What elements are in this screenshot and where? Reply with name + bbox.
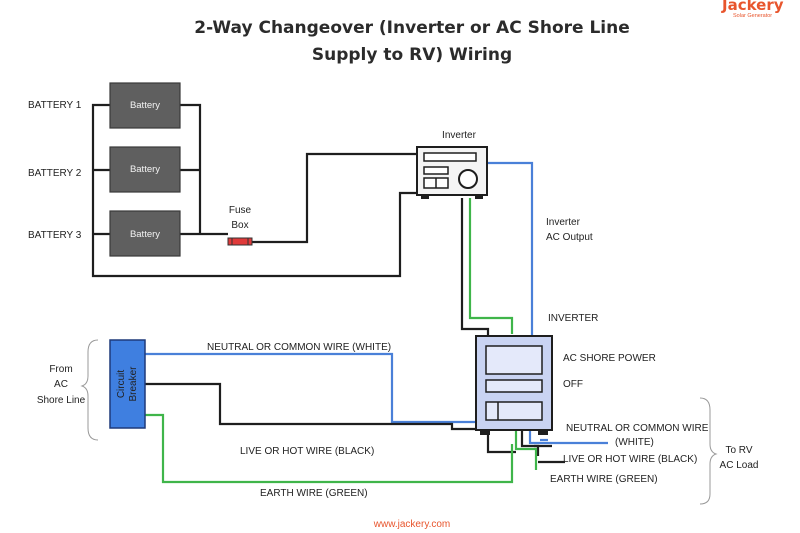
switch-position-off: OFF [563,379,583,390]
load-label-line-2: AC Load [720,460,759,471]
fuse-box-label-line-1: Fuse [229,205,252,216]
battery-3: Battery [109,210,181,257]
fuse-box [227,237,253,246]
shore-line-label-line-3: Shore Line [37,395,86,406]
load-brace [699,397,718,505]
footer-website: www.jackery.com [373,519,451,530]
inverter-ac-output-label-line-2: AC Output [546,232,593,243]
live-wire-label-left: LIVE OR HOT WIRE (BLACK) [240,446,374,457]
shore-line-brace [80,339,99,441]
live-wire-label-right: LIVE OR HOT WIRE (BLACK) [563,454,697,465]
shore-line-label-line-2: AC [54,379,68,390]
changeover-switch [475,335,553,435]
load-wiring [514,430,608,470]
neutral-wire-label-right-line-1: NEUTRAL OR COMMON WIRE [566,423,709,434]
battery-2-box-label: Battery [130,164,160,175]
battery-2: Battery [109,146,181,193]
battery-2-label: BATTERY 2 [28,168,82,179]
switch-position-shore-power: AC SHORE POWER [563,353,656,364]
brand-tagline: Solar Generator [733,13,772,19]
battery-3-box-label: Battery [130,229,160,240]
battery-3-label: BATTERY 3 [28,230,82,241]
inverter-unit [416,146,488,199]
inverter-ac-wiring [460,161,534,340]
neutral-wire-label-left: NEUTRAL OR COMMON WIRE (WHITE) [207,342,391,353]
battery-1: Battery [109,82,181,129]
load-label-line-1: To RV [725,445,752,456]
dc-wiring [91,103,420,278]
earth-wire-label-right: EARTH WIRE (GREEN) [550,474,658,485]
circuit-breaker: Circuit Breaker [109,339,146,429]
diagram-title-line-1: 2-Way Changeover (Inverter or AC Shore L… [194,18,630,38]
inverter-ac-output-label-line-1: Inverter [546,217,581,228]
fuse-box-label-line-2: Box [231,220,248,231]
shore-line-label-line-1: From [49,364,72,375]
inverter-label: Inverter [442,130,477,141]
diagram-title-line-2: Supply to RV) Wiring [312,45,512,65]
earth-wire-label-left: EARTH WIRE (GREEN) [260,488,368,499]
battery-1-box-label: Battery [130,100,160,111]
circuit-breaker-label-line-1: Circuit [116,370,127,399]
shore-wiring [145,352,516,484]
neutral-wire-label-right-line-2: (WHITE) [615,437,654,448]
switch-position-inverter: INVERTER [548,313,598,324]
brand-logo: Jackery [721,0,784,14]
circuit-breaker-label-line-2: Breaker [128,366,139,402]
battery-1-label: BATTERY 1 [28,100,82,111]
